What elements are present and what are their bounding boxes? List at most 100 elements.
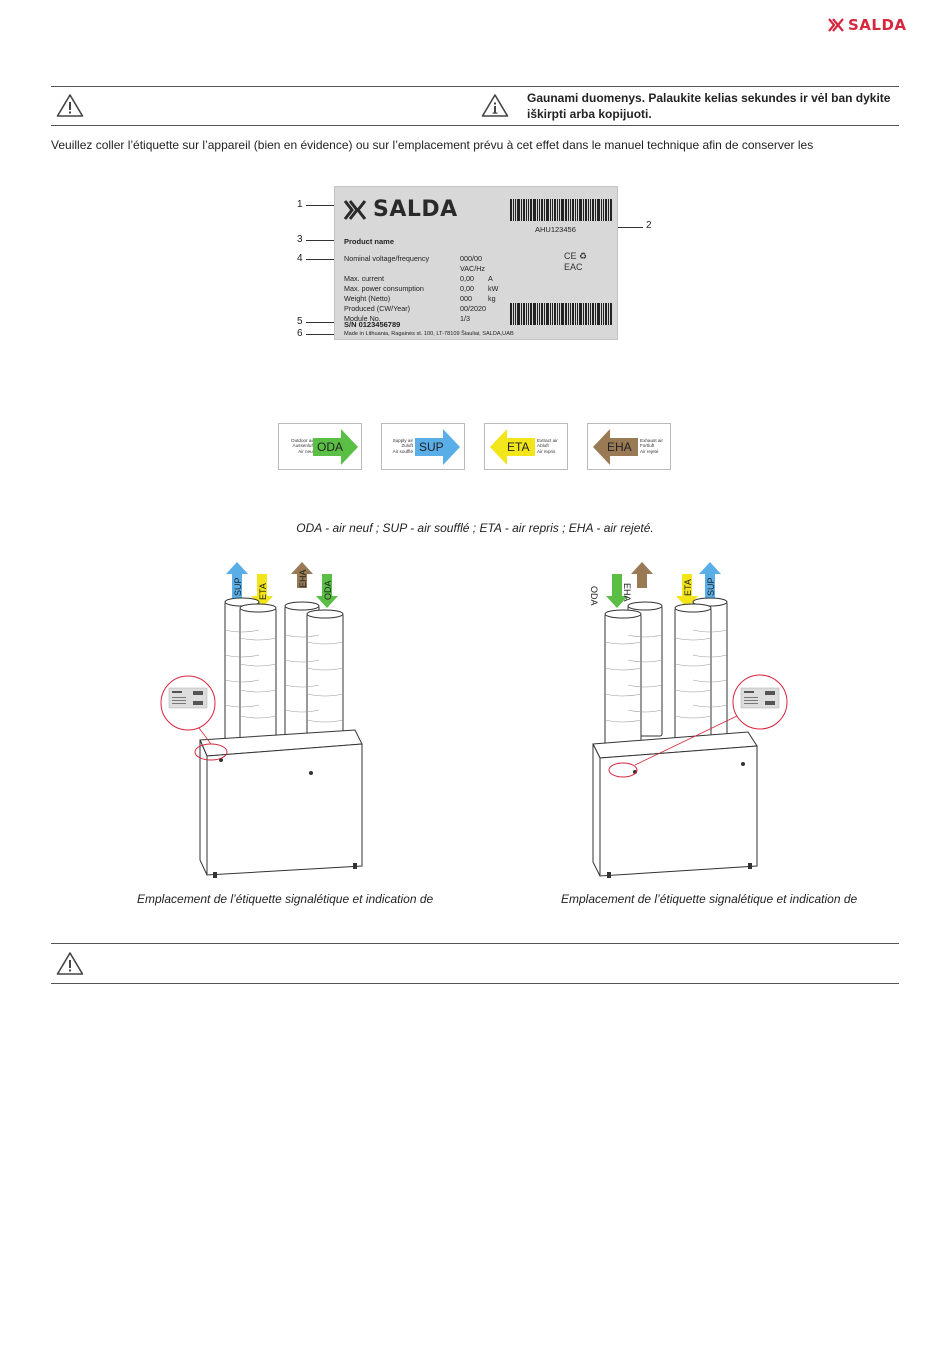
nameplate-serial: S/N 0123456789: [344, 320, 401, 329]
barcode-bar: [544, 199, 545, 221]
barcode-bar: [515, 199, 516, 221]
barcode-bar: [565, 199, 567, 221]
barcode-bar: [608, 199, 609, 221]
nameplate-code: AHU123456: [535, 225, 576, 234]
svg-text:ODA: ODA: [589, 586, 599, 606]
nameplate-made-in: Made in Lithuania, Ragainės st. 100, LT-…: [344, 331, 514, 337]
barcode-bar: [570, 199, 571, 221]
barcode-bar: [521, 199, 522, 221]
warning-icon: [56, 952, 84, 975]
barcode-bar: [539, 303, 540, 325]
certification-marks: CE ♻ EAC: [564, 251, 588, 272]
barcode-bar: [572, 303, 574, 325]
divider-top: [51, 86, 899, 87]
callout-1-line: [306, 205, 338, 206]
barcode-top: [510, 199, 612, 221]
svg-text:SUP: SUP: [706, 577, 716, 596]
barcode-bar: [528, 303, 529, 325]
callout-2-line: [610, 227, 643, 228]
barcode-bar: [595, 199, 596, 221]
barcode-bar: [526, 199, 527, 221]
nameplate-logo: SALDA: [343, 197, 458, 222]
arrow-sup-up-icon: SUP: [699, 562, 721, 598]
svg-text:SUP: SUP: [233, 577, 243, 596]
barcode-bar: [577, 199, 578, 221]
barcode-bar: [541, 303, 543, 325]
arrow-right-icon: [415, 429, 460, 465]
brand-name: SALDA: [848, 16, 907, 34]
barcode-bar: [517, 199, 520, 221]
barcode-bar: [528, 199, 529, 221]
arrow-sup-up-icon: SUP: [226, 562, 248, 598]
barcode-bar: [533, 303, 536, 325]
barcode-bar: [541, 199, 543, 221]
barcode-bar: [537, 303, 538, 325]
barcode-bar: [577, 303, 578, 325]
barcode-bar: [552, 303, 553, 325]
barcode-bar: [579, 303, 582, 325]
spec-row: Produced (CW/Year)00/2020: [344, 304, 486, 313]
svg-text:ETA: ETA: [683, 579, 693, 596]
barcode-bar: [510, 199, 512, 221]
barcode-bar: [588, 303, 589, 325]
svg-text:ETA: ETA: [258, 583, 268, 600]
sticker-label: EHA: [607, 440, 632, 454]
barcode-bar: [517, 303, 520, 325]
barcode-bar: [554, 303, 556, 325]
barcode-bar: [523, 303, 525, 325]
airflow-caption: ODA - air neuf ; SUP - air soufflé ; ETA…: [296, 521, 654, 535]
notice-message: Gaunami duomenys. Palaukite kelias sekun…: [527, 91, 891, 121]
barcode-bar: [592, 303, 594, 325]
callout-6-line: [306, 334, 338, 335]
barcode-bar: [530, 199, 532, 221]
barcode-bar: [603, 303, 604, 325]
barcode-bar: [537, 199, 538, 221]
warning-icon: [56, 94, 84, 117]
nameplate-product-name: Product name: [344, 237, 395, 246]
barcode-bar: [583, 199, 584, 221]
barcode-bar: [533, 199, 536, 221]
barcode-bar: [515, 303, 516, 325]
barcode-bar: [546, 199, 549, 221]
info-icon: [481, 94, 509, 117]
barcode-bar: [595, 303, 596, 325]
sticker-label: ETA: [507, 440, 530, 454]
barcode-bar: [592, 199, 594, 221]
barcode-bar: [597, 303, 600, 325]
callout-3-line: [306, 240, 338, 241]
barcode-bar: [565, 303, 567, 325]
barcode-bar: [605, 199, 607, 221]
salda-mark-icon: [828, 18, 844, 32]
barcode-bar: [601, 303, 602, 325]
barcode-bar: [572, 199, 574, 221]
barcode-bar: [590, 303, 591, 325]
arrow-eha-up-icon: EHA: [622, 562, 653, 602]
barcode-bar: [510, 303, 512, 325]
barcode-bar: [585, 199, 587, 221]
nameplate-label: SALDA AHU123456 Product name Nominal vol…: [334, 186, 618, 340]
barcode-bar: [554, 199, 556, 221]
barcode-bar: [575, 199, 576, 221]
barcode-bar: [513, 199, 514, 221]
barcode-bar: [530, 303, 532, 325]
barcode-bar: [605, 303, 607, 325]
barcode-bar: [561, 303, 564, 325]
arrow-eta-down-icon: ETA: [676, 574, 698, 608]
divider-notice-bottom: [51, 125, 899, 126]
barcode-bar: [568, 199, 569, 221]
divider-bottom-notice-bottom: [51, 983, 899, 984]
barcode-bar: [603, 199, 604, 221]
arrow-right-icon: [313, 429, 358, 465]
barcode-bar: [568, 303, 569, 325]
barcode-bar: [550, 303, 551, 325]
salda-mark-icon: [343, 199, 367, 220]
barcode-bar: [585, 303, 587, 325]
arrow-oda-down-icon: ODA: [316, 574, 338, 608]
barcode-bar: [570, 303, 571, 325]
